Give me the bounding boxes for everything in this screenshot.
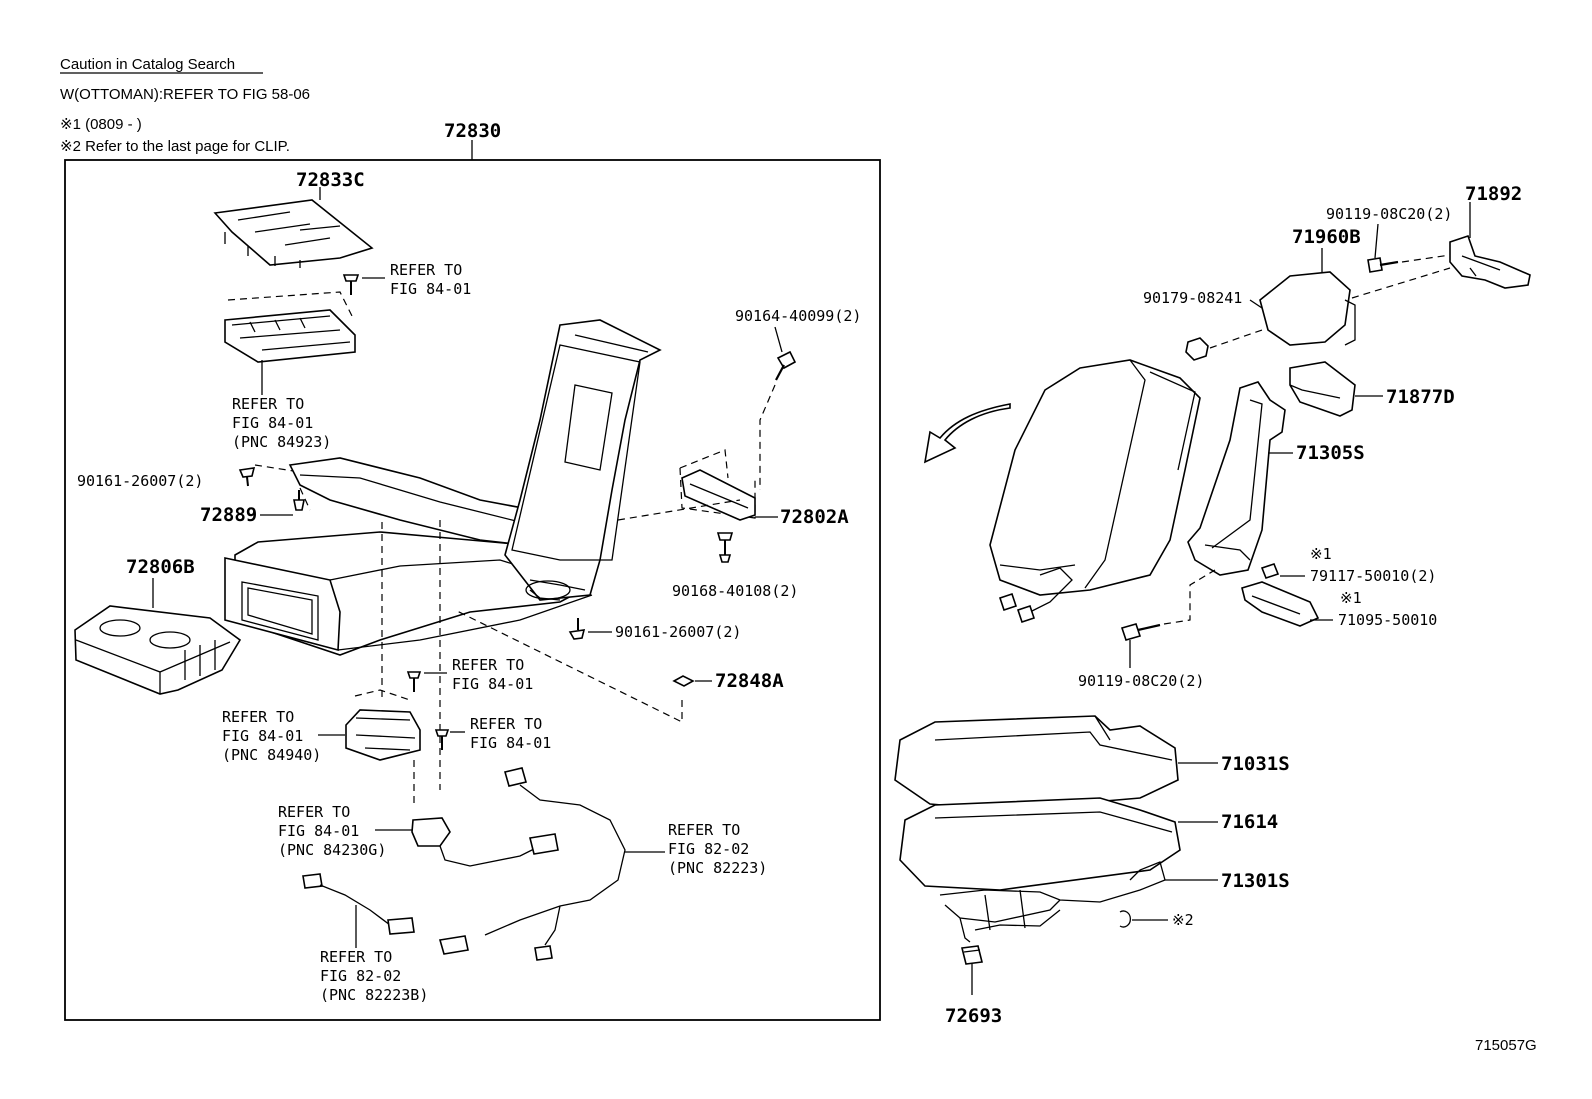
part-label-90161-right[interactable]: 90161-26007(2) xyxy=(615,623,741,641)
ref-r2-line2[interactable]: FIG 84-01 xyxy=(232,414,313,432)
part-label-90119-lower[interactable]: 90119-08C20(2) xyxy=(1078,672,1204,690)
header-note-1: ※1 (0809 - ) xyxy=(60,116,142,133)
part-label-71305S[interactable]: 71305S xyxy=(1296,442,1365,464)
seatback-cushion[interactable] xyxy=(989,359,1201,624)
bolt-90164[interactable] xyxy=(775,350,797,381)
ref-r1-line2[interactable]: FIG 84-01 xyxy=(390,280,471,298)
harness-82223[interactable] xyxy=(438,767,626,961)
part-72889-clip[interactable] xyxy=(293,490,305,511)
nut-90179[interactable] xyxy=(1185,337,1209,361)
part-label-72889[interactable]: 72889 xyxy=(200,504,257,526)
part-label-71031S[interactable]: 71031S xyxy=(1221,753,1290,775)
bracket-71892[interactable] xyxy=(1449,234,1531,289)
part-label-72833C[interactable]: 72833C xyxy=(296,169,365,191)
ref-r6-line2[interactable]: FIG 84-01 xyxy=(278,822,359,840)
part-label-71877D[interactable]: 71877D xyxy=(1386,386,1455,408)
seat-pad-71614[interactable] xyxy=(899,797,1181,891)
harness-82223B[interactable] xyxy=(302,873,415,935)
ref-r7-line3[interactable]: (PNC 82223) xyxy=(668,859,767,877)
dash-71960B xyxy=(1351,267,1451,299)
ref-r1-line1[interactable]: REFER TO xyxy=(390,261,462,279)
ref-r3-line2[interactable]: FIG 84-01 xyxy=(452,675,533,693)
ref-r6-line3[interactable]: (PNC 84230G) xyxy=(278,841,386,859)
console-box-body[interactable] xyxy=(224,531,594,656)
bracket-72802A[interactable] xyxy=(679,449,756,521)
part-72693[interactable] xyxy=(961,945,983,965)
part-label-71892[interactable]: 71892 xyxy=(1465,183,1522,205)
header-line-ottoman: W(OTTOMAN):REFER TO FIG 58-06 xyxy=(60,86,310,103)
part-72848A[interactable] xyxy=(672,675,695,687)
ref-r7-line1[interactable]: REFER TO xyxy=(668,821,740,839)
part-label-90168[interactable]: 90168-40108(2) xyxy=(672,582,798,600)
part-label-72806B[interactable]: 72806B xyxy=(126,556,195,578)
ref-r3-line1[interactable]: REFER TO xyxy=(452,656,524,674)
header-note-2: ※2 Refer to the last page for CLIP. xyxy=(60,138,290,155)
screw-mid-2[interactable] xyxy=(434,729,450,750)
part-label-71095[interactable]: 71095-50010 xyxy=(1338,611,1437,629)
dash-90119-lower xyxy=(1163,569,1216,625)
figure-id: 715057G xyxy=(1475,1037,1537,1054)
ref-r5-line1[interactable]: REFER TO xyxy=(470,715,542,733)
part-72833C[interactable] xyxy=(213,199,374,268)
dash-90119-top xyxy=(1401,254,1451,263)
part-label-79117[interactable]: 79117-50010(2) xyxy=(1310,567,1436,585)
ref-r2-line3[interactable]: (PNC 84923) xyxy=(232,433,331,451)
ref-r2-line1[interactable]: REFER TO xyxy=(232,395,304,413)
pad-71960B[interactable] xyxy=(1259,271,1356,346)
ref-r5-line2[interactable]: FIG 84-01 xyxy=(470,734,551,752)
cup-holder-72806B[interactable] xyxy=(74,605,242,695)
part-label-71960B[interactable]: 71960B xyxy=(1292,226,1361,248)
leader-90119-top xyxy=(1374,223,1379,259)
cover-71877D[interactable] xyxy=(1289,361,1356,417)
ref-r4-line3[interactable]: (PNC 84940) xyxy=(222,746,321,764)
bolt-90168[interactable] xyxy=(716,532,734,563)
bracket-71095[interactable] xyxy=(1241,581,1320,627)
mark-2: ※2 xyxy=(1172,911,1194,929)
leader-90164 xyxy=(774,326,783,353)
backrest-frame[interactable] xyxy=(504,319,662,601)
sensor-84230G[interactable] xyxy=(411,760,559,867)
part-label-90179[interactable]: 90179-08241 xyxy=(1143,289,1242,307)
switch-panel-84923[interactable] xyxy=(224,291,356,363)
ref-r7-line2[interactable]: FIG 82-02 xyxy=(668,840,749,858)
header: Caution in Catalog Search W(OTTOMAN):REF… xyxy=(60,56,310,155)
ref-r8-line3[interactable]: (PNC 82223B) xyxy=(320,986,428,1004)
bolt-90119-top[interactable] xyxy=(1367,257,1399,273)
part-label-90161-left[interactable]: 90161-26007(2) xyxy=(77,472,203,490)
ref-r6-line1[interactable]: REFER TO xyxy=(278,803,350,821)
bolt-90119-lower[interactable] xyxy=(1120,623,1161,641)
assembly-dash-lines xyxy=(299,487,741,790)
ref-r8-line1[interactable]: REFER TO xyxy=(320,948,392,966)
clip-mark-2[interactable] xyxy=(1119,910,1131,928)
part-label-72802A[interactable]: 72802A xyxy=(780,506,849,528)
part-label-72693[interactable]: 72693 xyxy=(945,1005,1002,1027)
ref-r4-line1[interactable]: REFER TO xyxy=(222,708,294,726)
part-label-72848A[interactable]: 72848A xyxy=(715,670,784,692)
caution-link[interactable]: Caution in Catalog Search xyxy=(60,56,235,73)
ref-r4-line2[interactable]: FIG 84-01 xyxy=(222,727,303,745)
screw-mid-1[interactable] xyxy=(406,671,422,692)
leader-90179 xyxy=(1249,299,1263,309)
mark-1a: ※1 xyxy=(1310,545,1332,563)
seat-frame-71301S[interactable] xyxy=(939,861,1166,943)
seat-cover-71031S[interactable] xyxy=(894,715,1179,811)
part-label-71301S[interactable]: 71301S xyxy=(1221,870,1290,892)
dash-90164 xyxy=(759,384,776,490)
dash-90179 xyxy=(1209,329,1263,349)
clip-79117[interactable] xyxy=(1260,563,1280,579)
screw-top[interactable] xyxy=(342,274,360,295)
clip-90161-right[interactable] xyxy=(568,618,586,640)
part-label-71614[interactable]: 71614 xyxy=(1221,811,1278,833)
ref-r8-line2[interactable]: FIG 82-02 xyxy=(320,967,401,985)
frame-71305S[interactable] xyxy=(1187,381,1286,576)
part-label-90119-top[interactable]: 90119-08C20(2) xyxy=(1326,205,1452,223)
part-label-72830[interactable]: 72830 xyxy=(444,120,501,142)
part-label-90164[interactable]: 90164-40099(2) xyxy=(735,307,861,325)
switch-panel-84940[interactable] xyxy=(345,689,421,761)
clip-90161-left[interactable] xyxy=(238,467,256,487)
mark-1b: ※1 xyxy=(1340,589,1362,607)
direction-arrow xyxy=(923,403,1011,464)
